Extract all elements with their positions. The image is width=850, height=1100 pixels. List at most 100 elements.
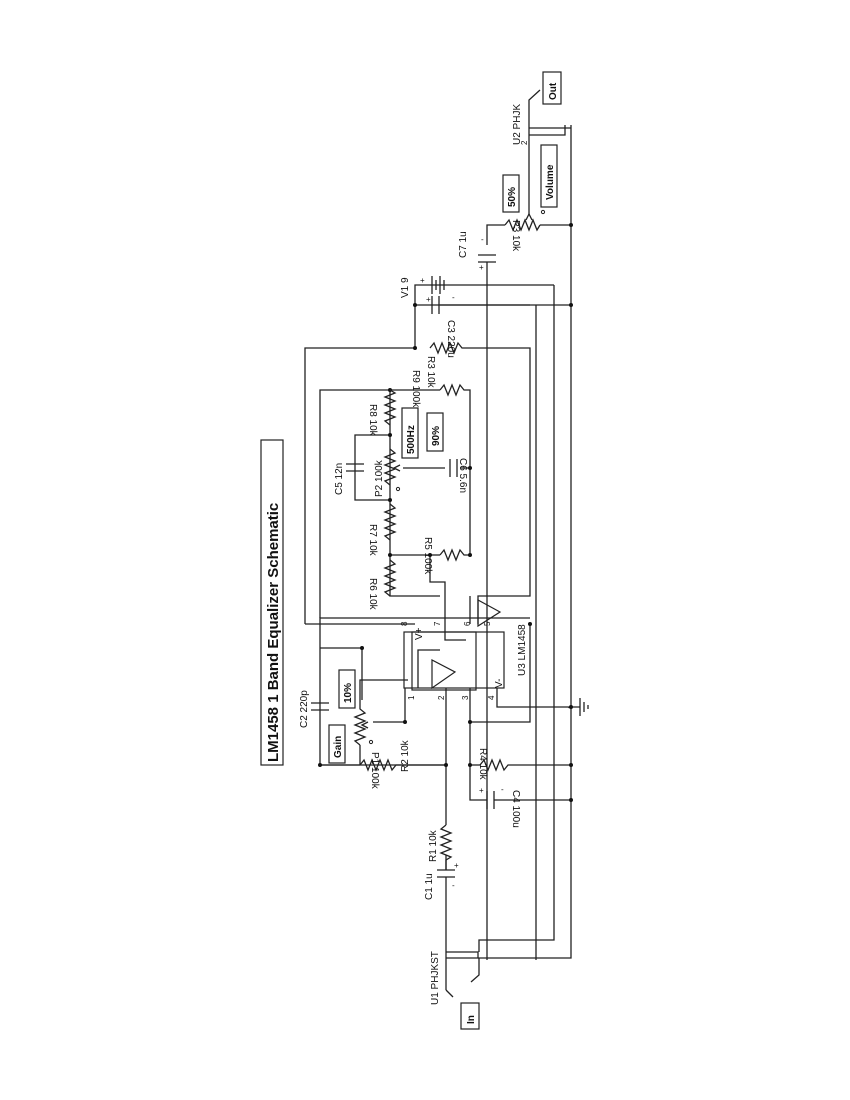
pin-8: 8 [400, 621, 409, 626]
volume-label-box [540, 144, 558, 208]
junction [444, 763, 448, 767]
pin-2: 2 [437, 695, 446, 700]
label-c3: C3 220u [445, 320, 456, 358]
volume-value: 50% [507, 187, 518, 207]
label-r4: R4 10k [477, 748, 488, 781]
freq-value-box[interactable] [426, 412, 444, 452]
label-c7: C7 1u [458, 231, 469, 258]
junction [388, 553, 392, 557]
wire-v1 [414, 284, 554, 305]
resistor-r1 [439, 824, 453, 870]
wire-r1-node [320, 764, 447, 825]
pin-7: 7 [433, 621, 442, 626]
label-r5: R5 100k [422, 537, 433, 575]
freq-label: 500Hz [406, 425, 417, 454]
wire-r5-pin6 [390, 554, 446, 624]
component-labels: C1 1u R1 10k R2 10k C2 220p P1 100k R2 1… [299, 104, 529, 1005]
opamp-b [477, 598, 502, 628]
junction [318, 763, 322, 767]
opamp-b-minus-lead [444, 624, 466, 641]
jack-u1-body [446, 951, 479, 959]
junction [360, 646, 364, 650]
resistor-r3 [429, 341, 466, 355]
resistor-r2 [359, 758, 400, 772]
volume-label: Volume [545, 164, 556, 200]
title-frame [260, 439, 284, 766]
label-p3: P3 10k [510, 220, 521, 252]
p3-wiper-dot-icon [540, 209, 546, 215]
c4-minus: - [501, 785, 504, 794]
junction [569, 223, 573, 227]
pin-1: 1 [407, 695, 416, 700]
battery-v1 [431, 276, 445, 294]
junction [569, 303, 573, 307]
ic-vplus-label: V+ [414, 627, 425, 640]
label-r6: R6 10k [367, 578, 378, 611]
pin-6: 6 [463, 621, 472, 626]
volume-value-box[interactable] [502, 174, 520, 213]
controls[interactable]: Gain 10% 500Hz 90% Volume 50% Out In [328, 71, 562, 1030]
resistor-r9 [439, 383, 465, 397]
out-tag-box [542, 71, 562, 105]
c3-minus: - [452, 293, 455, 302]
label-r9: R9 100k [410, 370, 421, 408]
junction [468, 763, 472, 767]
wire-bias [470, 624, 531, 723]
pin-4: 4 [487, 695, 496, 700]
c7-plus: + [479, 263, 484, 272]
junction [569, 763, 573, 767]
junction [428, 553, 432, 557]
label-r8: R8 10k [367, 404, 378, 437]
label-r3: R3 10k [425, 356, 436, 389]
label-p1: P1 100k [369, 752, 380, 790]
junction [388, 498, 392, 502]
potentiometer-p2 [383, 448, 397, 486]
gain-value-box[interactable] [338, 669, 356, 709]
label-u1: U1 PHJKST [430, 951, 441, 1005]
p1-wiper-dot-icon [368, 739, 374, 745]
label-r2: R2 10k [400, 739, 411, 772]
jack-u2-tip [528, 89, 541, 128]
polarity-marks: + - + - + + - + - - [420, 235, 571, 890]
c7-minus: - [481, 235, 484, 244]
label-c2: C2 220p [299, 690, 310, 728]
in-tag-box [460, 1002, 480, 1030]
wire-c7-p3 [486, 224, 505, 245]
c4-plus: + [479, 786, 484, 795]
opamp-a-out-lead [417, 649, 440, 688]
in-tag: In [466, 1015, 477, 1024]
wire-vplus-top [304, 347, 415, 624]
label-c1: C1 1u [424, 873, 435, 900]
junction [468, 720, 472, 724]
out-tag: Out [548, 82, 559, 100]
schematic-title: LM1458 1 Band Equalizer Schematic [265, 503, 282, 762]
wire-pin5-r3 [466, 347, 531, 624]
wire-ground-rail [478, 125, 572, 959]
junctions [318, 223, 573, 802]
freq-label-box [401, 407, 419, 459]
p2-wiper-dot-icon [395, 486, 401, 492]
junction [413, 346, 417, 350]
label-c6: C6 5.6n [457, 458, 468, 493]
wire-eq-left [319, 389, 390, 618]
resistor-r7 [383, 503, 397, 541]
resistor-r8 [383, 389, 397, 426]
opamp-a [431, 659, 457, 690]
label-p2: P2 100k [374, 459, 385, 497]
gain-label: Gain [333, 736, 344, 758]
jack-u1-tip [445, 989, 454, 998]
c3-plus: + [426, 295, 431, 304]
pin-3: 3 [461, 695, 470, 700]
ic-u3: V+ V- U3 LM1458 8 7 6 5 1 2 3 4 [400, 598, 528, 700]
wire-c5-loop [354, 434, 390, 501]
v1-plus: + [420, 276, 425, 285]
wiper-marks [368, 209, 546, 745]
c1-minus: - [452, 881, 455, 890]
capacitors [311, 254, 497, 895]
wire-p1-top [359, 679, 408, 705]
c1-plus: + [454, 861, 459, 870]
junction [569, 705, 573, 709]
wires [304, 89, 580, 998]
wire-u1-sleeve [478, 285, 555, 952]
